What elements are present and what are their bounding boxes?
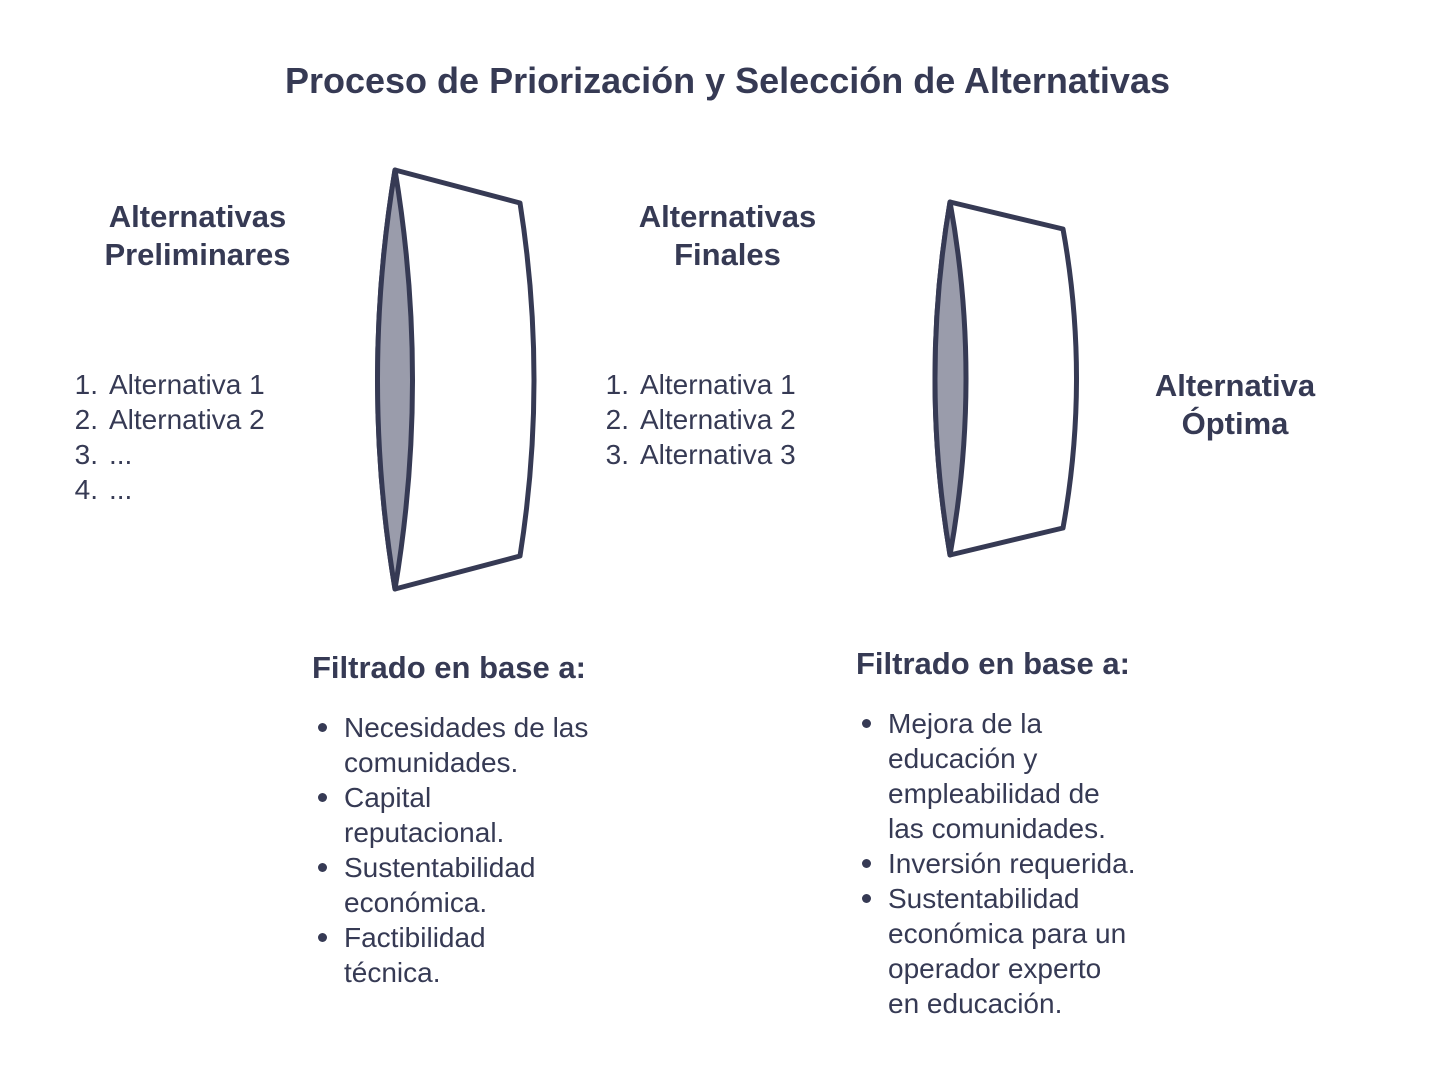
criterion-line: Factibilidad [344, 922, 486, 953]
criterion-line: Capital [344, 782, 432, 813]
bullet-icon [318, 793, 327, 802]
heading-preliminary-line2: Preliminares [104, 237, 291, 272]
bullet-icon [318, 933, 327, 942]
criterion-line: Necesidades de las [344, 712, 589, 743]
heading-final-line1: Alternativas [638, 199, 817, 234]
list-number: 1. [74, 369, 98, 400]
list-item: 2. Alternativa 2 [591, 402, 796, 437]
list-number: 2. [605, 404, 629, 435]
criterion-line: comunidades. [344, 747, 519, 778]
heading-optimal: Alternativa Óptima [1115, 367, 1355, 443]
list-item: 2. Alternativa 2 [60, 402, 265, 437]
list-item: 3. Alternativa 3 [591, 437, 796, 472]
list-text: Alternativa 2 [640, 404, 796, 435]
criterion-line: Sustentabilidad [344, 852, 536, 883]
list-number: 1. [605, 369, 629, 400]
criterion-line: Sustentabilidad [888, 883, 1080, 914]
heading-preliminary-line1: Alternativas [108, 199, 287, 234]
heading-preliminary: Alternativas Preliminares [60, 198, 335, 274]
bullet-icon [862, 894, 871, 903]
criterion-line: empleabilidad de [888, 778, 1100, 809]
heading-optimal-line2: Óptima [1181, 406, 1289, 441]
funnel-2-lens [932, 199, 969, 558]
heading-optimal-line1: Alternativa [1154, 368, 1316, 403]
list-number: 3. [74, 439, 98, 470]
list-text: Alternativa 2 [109, 404, 265, 435]
criterion-line: en educación. [888, 988, 1063, 1019]
filter-2-title: Filtrado en base a: [856, 646, 1130, 681]
diagram-title: Proceso de Priorización y Selección de A… [284, 60, 1170, 101]
filter-2-criteria: Mejora de la educación y empleabilidad de l… [856, 706, 1196, 1021]
criterion-line: operador experto [888, 953, 1102, 984]
criterion-item: Capital reputacional. [312, 780, 642, 850]
list-text: Alternativa 1 [640, 369, 796, 400]
heading-final-line2: Finales [674, 237, 781, 272]
criterion-line: Inversión requerida. [888, 848, 1136, 879]
criterion-item: Necesidades de las comunidades. [312, 710, 642, 780]
list-text: Alternativa 3 [640, 439, 796, 470]
criterion-item: Sustentabilidad económica. [312, 850, 642, 920]
filter-1-title: Filtrado en base a: [312, 650, 586, 685]
list-item: 1. Alternativa 1 [591, 367, 796, 402]
list-text: Alternativa 1 [109, 369, 265, 400]
final-list: 1. Alternativa 1 2. Alternativa 2 3. Altern… [591, 367, 796, 472]
list-number: 4. [74, 474, 98, 505]
filter-1-criteria: Necesidades de las comunidades. Capital re… [312, 710, 642, 990]
list-number: 2. [74, 404, 98, 435]
funnel-1 [375, 167, 537, 592]
list-item: 1. Alternativa 1 [60, 367, 265, 402]
bullet-icon [318, 723, 327, 732]
criterion-line: reputacional. [344, 817, 505, 848]
criterion-line: educación y [888, 743, 1038, 774]
heading-final: Alternativas Finales [600, 198, 855, 274]
criterion-item: Factibilidad técnica. [312, 920, 642, 990]
preliminary-list: 1. Alternativa 1 2. Alternativa 2 3.... 4.… [60, 367, 265, 507]
criterion-item: Mejora de la educación y empleabilidad de l… [856, 706, 1196, 846]
criterion-line: las comunidades. [888, 813, 1106, 844]
criterion-line: Mejora de la [888, 708, 1043, 739]
list-text: ... [109, 439, 133, 470]
criterion-item: Inversión requerida. [856, 846, 1196, 881]
funnel-1-lens [375, 167, 415, 592]
bullet-icon [862, 859, 871, 868]
bullet-icon [318, 863, 327, 872]
criterion-item: Sustentabilidad económica para un operador… [856, 881, 1196, 1021]
criterion-line: económica. [344, 887, 488, 918]
list-item: 3.... [60, 437, 265, 472]
list-item: 4.... [60, 472, 265, 507]
list-text: ... [109, 474, 133, 505]
bullet-icon [862, 719, 871, 728]
list-number: 3. [605, 439, 629, 470]
funnel-2 [932, 199, 1079, 558]
criterion-line: técnica. [344, 957, 441, 988]
criterion-line: económica para un [888, 918, 1127, 949]
